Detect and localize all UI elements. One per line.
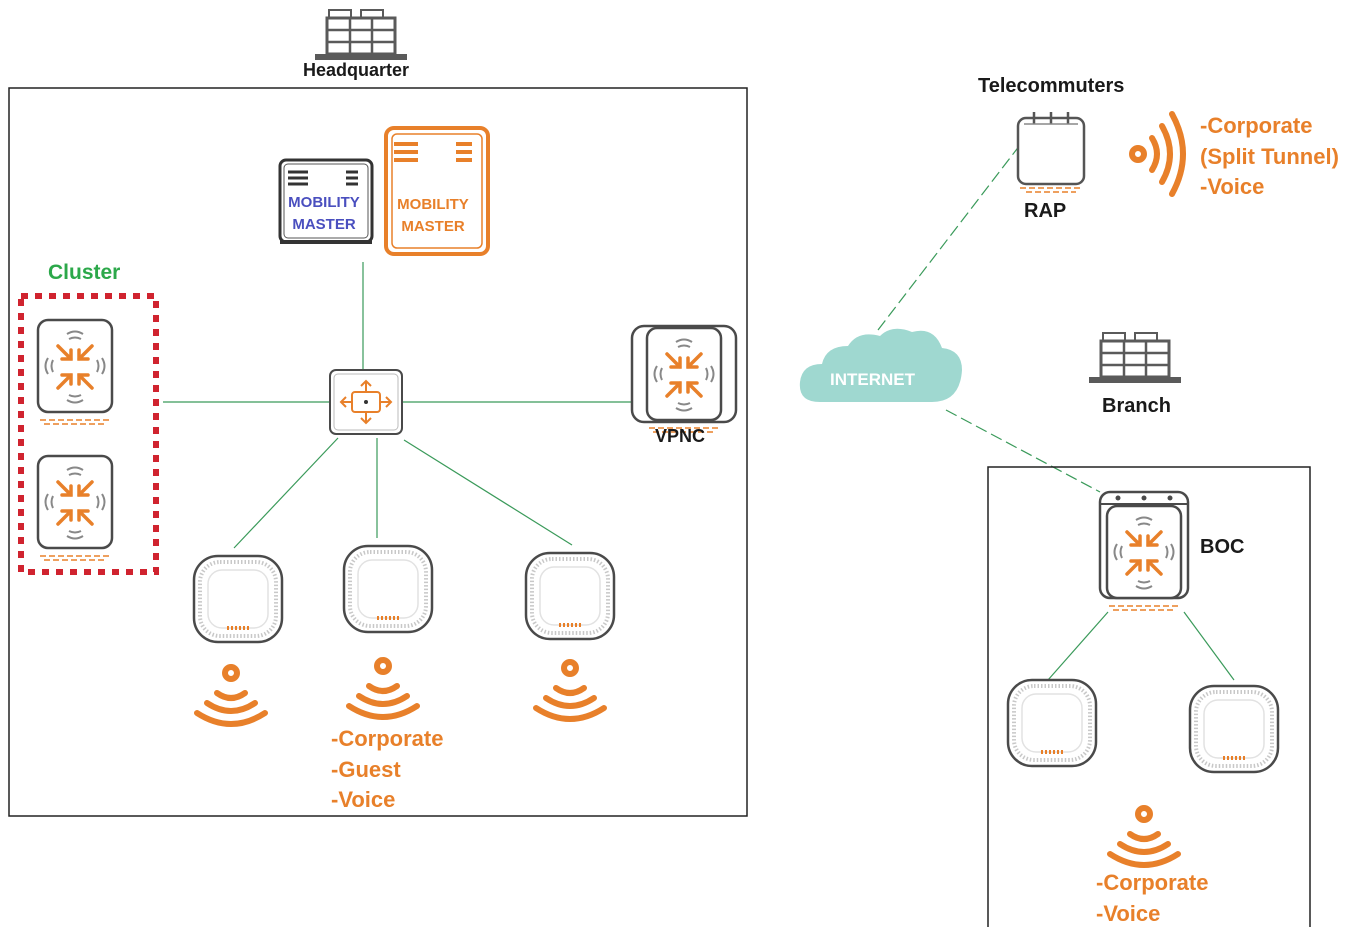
wifi-signal-icon	[1132, 114, 1183, 194]
vpnc-device	[632, 326, 736, 432]
cluster-label: Cluster	[48, 261, 120, 285]
wifi-signal-icon	[536, 662, 604, 719]
access-point-icon	[526, 553, 614, 639]
cloud-icon	[800, 329, 962, 402]
access-point-icon	[344, 546, 432, 632]
telecommuters-label: Telecommuters	[978, 75, 1124, 98]
boc-label: BOC	[1200, 536, 1244, 559]
hq-ssid-item: -Voice	[331, 785, 443, 816]
mobility-master-2-line1: MOBILITY	[388, 194, 478, 216]
access-point-icon	[1190, 686, 1278, 772]
mobility-master-2-line2: MASTER	[388, 216, 478, 238]
wifi-signal-icon	[197, 667, 265, 724]
wifi-signal-icon	[1110, 808, 1178, 865]
mobility-master-2-label: MOBILITY MASTER	[388, 194, 478, 238]
mobility-master-1-label: MOBILITY MASTER	[280, 192, 368, 236]
branch-label: Branch	[1102, 395, 1171, 418]
internet-links	[878, 145, 1100, 492]
rap-ssid-item: (Split Tunnel)	[1200, 142, 1339, 173]
building-icon	[1089, 333, 1181, 383]
boc-device	[1100, 492, 1188, 610]
headquarter-box	[9, 88, 747, 816]
rap-label: RAP	[1024, 200, 1066, 223]
mobility-master-1-line2: MASTER	[280, 214, 368, 236]
switch-icon	[330, 370, 402, 434]
building-icon	[315, 10, 407, 60]
hq-ssid-item: -Corporate	[331, 724, 443, 755]
controller-icon	[38, 320, 112, 424]
wifi-signal-icon	[349, 660, 417, 717]
rap-ssid-list: -Corporate (Split Tunnel) -Voice	[1200, 111, 1339, 203]
access-point-icon	[1008, 680, 1096, 766]
access-point-icon	[194, 556, 282, 642]
rap-ssid-item: -Corporate	[1200, 111, 1339, 142]
branch-ssid-item: -Voice	[1096, 899, 1208, 929]
remote-ap-icon	[1018, 112, 1084, 192]
vpnc-label: VPNC	[655, 426, 705, 447]
mobility-master-1-line1: MOBILITY	[280, 192, 368, 214]
internet-label: INTERNET	[830, 370, 915, 390]
hq-ssid-item: -Guest	[331, 755, 443, 786]
headquarter-label: Headquarter	[303, 60, 409, 81]
rap-ssid-item: -Voice	[1200, 172, 1339, 203]
hq-links	[163, 262, 1234, 680]
branch-ssid-list: -Corporate -Voice	[1096, 868, 1208, 929]
branch-ssid-item: -Corporate	[1096, 868, 1208, 899]
hq-ssid-list: -Corporate -Guest -Voice	[331, 724, 443, 816]
controller-icon	[38, 456, 112, 560]
